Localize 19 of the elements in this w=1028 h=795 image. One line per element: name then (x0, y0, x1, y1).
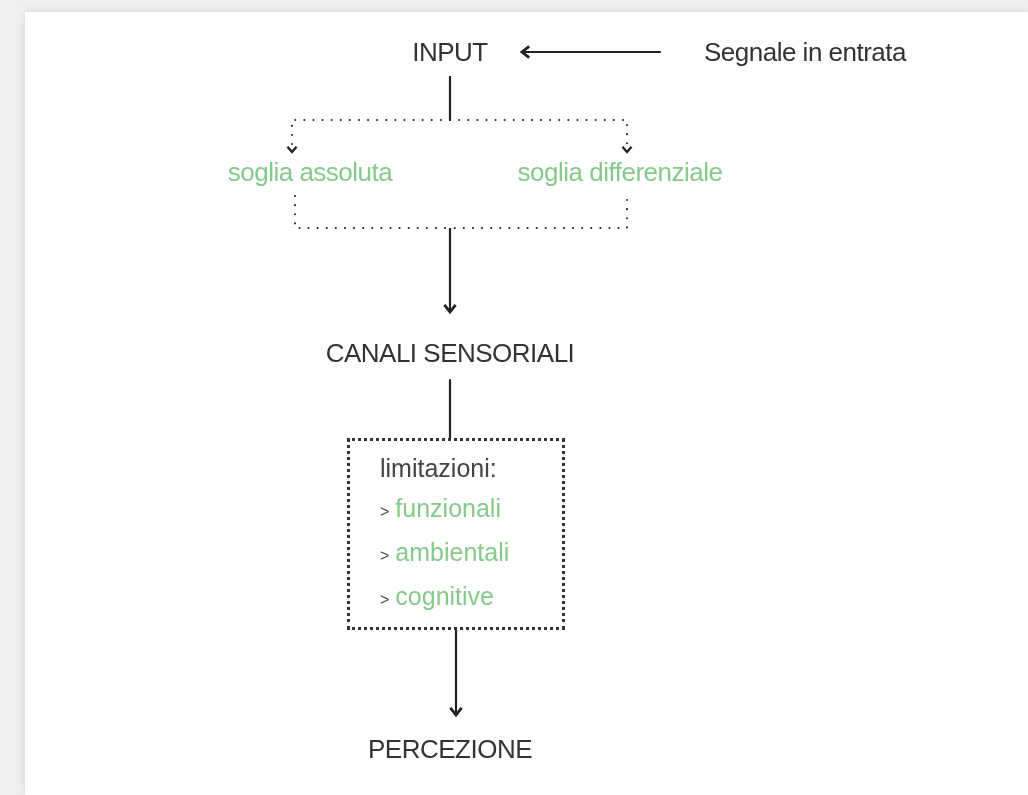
arrow (520, 45, 662, 59)
list-item: ambientali (395, 537, 510, 568)
bullet-marker: > (380, 590, 390, 610)
stage-label: INPUT (412, 35, 488, 69)
threshold-label: soglia differenziale (517, 155, 723, 189)
stage-label: PERCEZIONE (368, 732, 532, 766)
list-item: cognitive (395, 581, 494, 612)
connector-line (448, 76, 452, 120)
list-heading: limitazioni: (380, 453, 498, 484)
threshold-label: soglia assoluta (227, 155, 393, 189)
arrow (449, 628, 463, 717)
stage-label: CANALI SENSORIALI (325, 336, 575, 370)
bullet-marker: > (380, 546, 390, 566)
dotted-connector (449, 119, 633, 154)
list-item: funzionali (395, 493, 501, 524)
input-signal-label: Segnale in entrata (703, 35, 906, 69)
dotted-box (347, 438, 565, 630)
bullet-marker: > (380, 502, 390, 522)
arrow (443, 228, 457, 314)
